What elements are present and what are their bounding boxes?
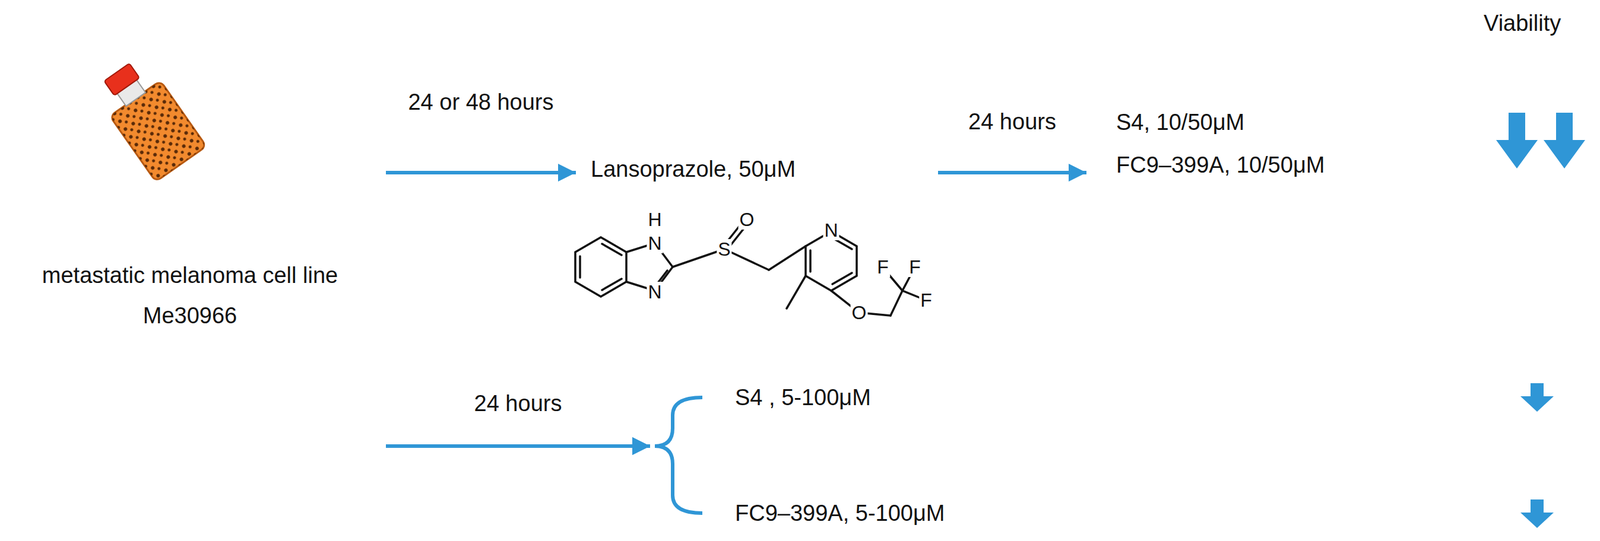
atom-label: F (907, 257, 923, 278)
atom-label: F (875, 257, 890, 278)
edge-label: 24 or 48 hours (405, 89, 556, 116)
edge-label: 24 hours (471, 391, 565, 417)
step-text: metastatic melanoma cell line Me30966 (35, 255, 345, 337)
step-node: FC9–399A, 5-100μM (734, 492, 946, 535)
step-text: S4, 10/50μM (1116, 100, 1325, 144)
lansoprazole-structure (575, 219, 925, 316)
axis-label: Viability (1481, 10, 1564, 37)
atom-label: N (646, 282, 663, 303)
arrow-connector (385, 163, 576, 182)
atom-label: N (822, 220, 839, 241)
viability-down-arrows (1496, 112, 1586, 529)
edge-label: 24 hours (965, 109, 1059, 135)
arrow-connector (385, 437, 703, 514)
step-text: FC9–399A, 10/50μM (1116, 143, 1325, 187)
atom-label: N (646, 233, 663, 254)
atom-label: O (738, 209, 756, 230)
step-node: S4, 10/50μMFC9–399A, 10/50μM (1116, 100, 1325, 187)
step-text: S4 , 5-100μM (734, 376, 871, 420)
atom-label: H (646, 209, 663, 230)
step-text: Lansoprazole, 50μM (590, 147, 796, 191)
step-node: S4 , 5-100μM (734, 376, 871, 420)
culture-flask (91, 54, 207, 182)
step-text: FC9–399A, 5-100μM (734, 492, 946, 535)
atom-label: O (850, 302, 868, 323)
atom-label: S (716, 239, 732, 260)
step-node: metastatic melanoma cell line Me30966 (35, 255, 345, 337)
arrow-connector (938, 163, 1087, 182)
atom-label: F (919, 290, 934, 311)
step-node: Lansoprazole, 50μM (590, 147, 796, 191)
